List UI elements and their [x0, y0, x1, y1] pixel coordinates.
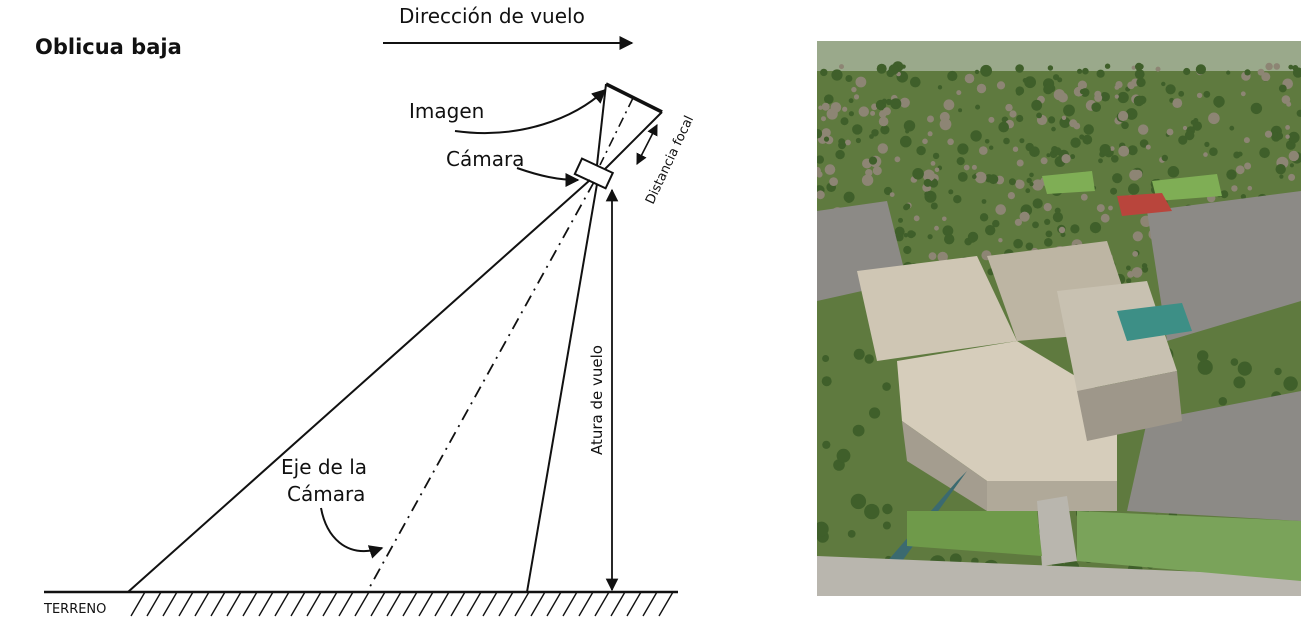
image-label: Imagen — [409, 99, 484, 123]
red-roof-building — [1117, 193, 1172, 216]
ground-hatching — [130, 591, 674, 617]
aerial-oblique-photo — [817, 41, 1301, 596]
diagram-title: Oblicua baja — [35, 35, 182, 59]
fov-ray-near — [526, 183, 598, 593]
camera-pointer-arrow — [516, 167, 580, 187]
camera-axis-pointer-arrow — [320, 507, 384, 559]
parking-lot — [1127, 391, 1301, 521]
camera-axis-line — [366, 181, 595, 593]
building-roof — [897, 341, 1117, 481]
flight-direction-label: Dirección de vuelo — [399, 4, 585, 28]
camera-axis-label-line1: Eje de la — [281, 455, 367, 479]
image-pointer-arrow — [454, 89, 607, 135]
image-plane — [605, 82, 663, 114]
focal-distance-label: Distancia focal — [643, 114, 697, 207]
image-cone — [596, 82, 663, 171]
aerial-photo-illustration — [817, 41, 1301, 596]
focal-distance-arrow — [636, 124, 658, 165]
building-roof — [857, 256, 1017, 361]
ground-label: TERRENO — [43, 602, 106, 617]
road — [817, 556, 1301, 596]
camera-label: Cámara — [446, 147, 524, 171]
camera-axis-label-line2: Cámara — [287, 482, 365, 506]
flight-height-label: Atura de vuelo — [588, 345, 606, 455]
oblique-diagram: Oblicua baja Dirección de vuelo Distanci… — [35, 4, 697, 617]
fov-ray-far — [127, 179, 591, 593]
parking-lot — [1147, 191, 1301, 341]
teal-roof — [1117, 303, 1192, 341]
